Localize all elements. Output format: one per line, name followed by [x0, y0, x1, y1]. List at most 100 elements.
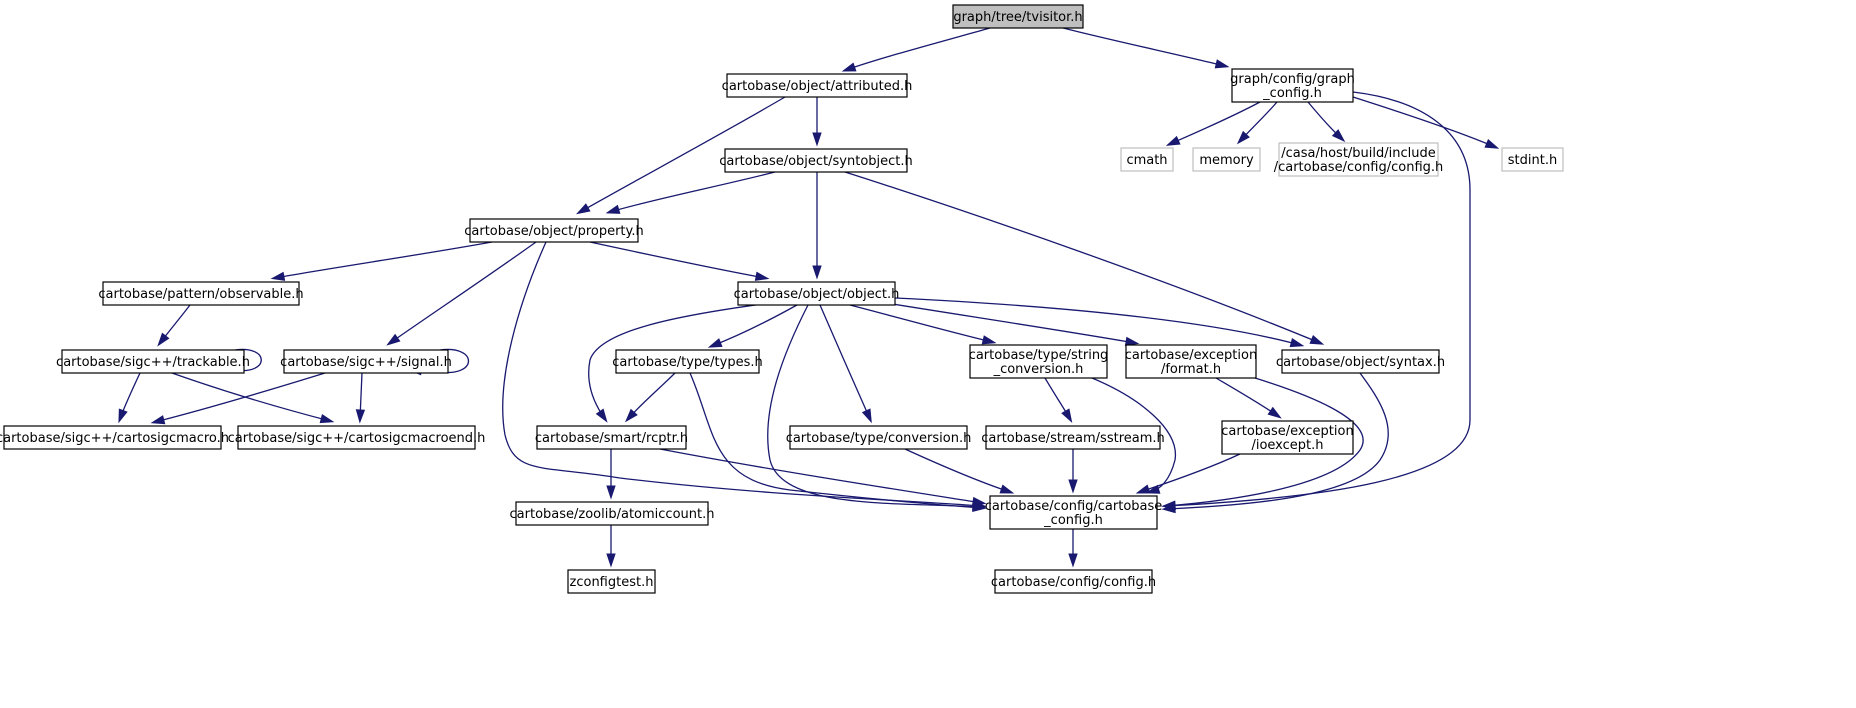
- edge-syntax-to-cartobaseconfig-arrowhead: [1161, 503, 1176, 514]
- edge-graphconfig-to-cmath-arrowhead: [1165, 135, 1181, 146]
- edge-atomiccount-to-zconfigtest-arrowhead: [606, 553, 616, 568]
- node-label: cartobase/object/object.h: [734, 287, 900, 302]
- node-box: [237, 425, 476, 450]
- edge-stringconv-to-cartobaseconfig: [1091, 377, 1176, 494]
- node-casaconfig: /casa/host/build/include/cartobase/confi…: [1274, 142, 1443, 177]
- edge-signal-to-sigcmacro: [150, 372, 326, 425]
- node-sigcmacro[interactable]: cartobase/sigc++/cartosigcmacro.h: [0, 425, 229, 450]
- node-label: cartobase/type/types.h: [612, 355, 762, 370]
- node-label: cartobase/sigc++/signal.h: [280, 355, 452, 370]
- node-box: [789, 425, 968, 450]
- node-property[interactable]: cartobase/object/property.h: [464, 218, 644, 243]
- node-trackable[interactable]: cartobase/sigc++/trackable.h: [56, 349, 250, 374]
- edge-line: [819, 304, 871, 420]
- node-box: [567, 569, 656, 594]
- edge-graphconfig-to-stdint-arrowhead: [1484, 138, 1500, 149]
- node-signal[interactable]: cartobase/sigc++/signal.h: [280, 349, 452, 374]
- edge-conversion-to-cartobaseconfig-arrowhead: [999, 484, 1015, 494]
- node-object[interactable]: cartobase/object/object.h: [734, 281, 900, 306]
- node-label: cartobase/stream/sstream.h: [981, 431, 1165, 446]
- edge-graphconfig-to-stdint: [1352, 96, 1500, 149]
- node-observable[interactable]: cartobase/pattern/observable.h: [98, 281, 304, 306]
- node-syntax[interactable]: cartobase/object/syntax.h: [1276, 349, 1445, 374]
- edge-object-to-types: [707, 304, 798, 348]
- node-label: cartobase/sigc++/cartosigcmacro.h: [0, 431, 229, 446]
- node-conversion[interactable]: cartobase/type/conversion.h: [786, 425, 972, 450]
- edge-syntobject-to-syntax-arrowhead: [1309, 335, 1325, 345]
- edge-rcptr-to-cartobaseconfig-arrowhead: [971, 496, 987, 507]
- edge-line: [589, 241, 766, 279]
- edge-line: [1215, 377, 1279, 417]
- edge-object-to-rcptr-arrowhead: [595, 408, 608, 423]
- edge-cartobaseconfig-to-config: [1068, 529, 1078, 568]
- node-sigcmacroend[interactable]: cartobase/sigc++/cartosigcmacroend.h: [228, 425, 486, 450]
- edge-object-to-conversion-arrowhead: [861, 408, 872, 424]
- edge-graphconfig-to-memory: [1236, 101, 1278, 145]
- edge-line: [579, 96, 786, 213]
- node-sstream[interactable]: cartobase/stream/sstream.h: [981, 425, 1165, 450]
- node-box: [515, 501, 709, 526]
- edge-tvisitor-to-graphconfig: [1062, 27, 1230, 69]
- edge-ioexcept-to-cartobaseconfig: [1135, 453, 1241, 494]
- edge-line: [1352, 96, 1496, 148]
- node-label: cartobase/object/syntobject.h: [719, 154, 913, 169]
- edge-signal-to-sigcmacroend: [355, 372, 366, 424]
- node-label: /ioexcept.h: [1251, 438, 1323, 453]
- node-label: cartobase/type/conversion.h: [786, 431, 972, 446]
- node-zconfigtest[interactable]: zconfigtest.h: [567, 569, 656, 594]
- edge-signal-to-sigcmacro-arrowhead: [150, 415, 166, 425]
- node-label: cmath: [1126, 153, 1167, 168]
- node-syntobject[interactable]: cartobase/object/syntobject.h: [719, 148, 913, 173]
- edge-syntobject-to-property-arrowhead: [605, 204, 621, 214]
- node-label: /format.h: [1161, 362, 1221, 377]
- edge-syntobject-to-object-arrowhead: [812, 265, 822, 280]
- edge-property-to-signal: [386, 241, 537, 346]
- edge-line: [1091, 377, 1176, 493]
- edge-line: [1165, 91, 1471, 507]
- edge-line: [627, 372, 676, 420]
- node-box: [969, 344, 1108, 379]
- node-box: [724, 148, 908, 173]
- node-rcptr[interactable]: cartobase/smart/rcptr.h: [535, 425, 688, 450]
- edge-syntobject-to-syntax: [844, 171, 1325, 345]
- edge-format-to-ioexcept-arrowhead: [1267, 406, 1282, 419]
- node-stringconv[interactable]: cartobase/type/string_conversion.h: [969, 344, 1109, 379]
- edge-line: [689, 372, 983, 509]
- node-attributed[interactable]: cartobase/object/attributed.h: [722, 73, 913, 98]
- node-tvisitor[interactable]: graph/tree/tvisitor.h: [952, 4, 1084, 29]
- node-format[interactable]: cartobase/exception/format.h: [1125, 344, 1257, 379]
- edge-line: [894, 297, 1301, 346]
- edge-attributed-to-property: [576, 96, 786, 215]
- edge-line: [711, 304, 798, 347]
- edge-attributed-to-syntobject-arrowhead: [812, 132, 822, 147]
- edge-rcptr-to-atomiccount-arrowhead: [606, 485, 616, 500]
- node-config[interactable]: cartobase/config/config.h: [991, 569, 1156, 594]
- edge-types-to-rcptr: [624, 372, 676, 423]
- node-label: graph/config/graph: [1230, 72, 1355, 87]
- node-types[interactable]: cartobase/type/types.h: [612, 349, 763, 374]
- node-cartobaseconfig[interactable]: cartobase/config/cartobase_config.h: [985, 495, 1163, 530]
- node-ioexcept[interactable]: cartobase/exception/ioexcept.h: [1221, 420, 1354, 455]
- node-box: [994, 569, 1153, 594]
- edge-line: [844, 171, 1321, 344]
- edge-line: [588, 302, 771, 420]
- edge-trackable-to-sigcmacro-arrowhead: [118, 408, 128, 424]
- node-atomiccount[interactable]: cartobase/zoolib/atomiccount.h: [510, 501, 715, 526]
- node-label: cartobase/config/config.h: [991, 575, 1156, 590]
- node-box: [1221, 420, 1354, 455]
- node-label: cartobase/smart/rcptr.h: [535, 431, 688, 446]
- node-box: [952, 4, 1084, 29]
- edge-rcptr-to-atomiccount: [606, 449, 616, 500]
- edge-graphconfig-to-casaconfig: [1307, 101, 1346, 143]
- node-box: [536, 425, 687, 450]
- edge-rcptr-to-cartobaseconfig: [659, 448, 987, 507]
- node-graphconfig[interactable]: graph/config/graph_config.h: [1230, 68, 1355, 103]
- edge-line: [659, 448, 983, 504]
- edge-property-to-object: [589, 241, 770, 281]
- node-box: [1281, 349, 1440, 374]
- node-box: [1501, 147, 1564, 172]
- node-label: stdint.h: [1508, 153, 1557, 168]
- edge-sstream-to-cartobaseconfig: [1068, 449, 1078, 494]
- node-box: [1120, 147, 1174, 172]
- edge-cartobaseconfig-to-config-arrowhead: [1068, 553, 1078, 568]
